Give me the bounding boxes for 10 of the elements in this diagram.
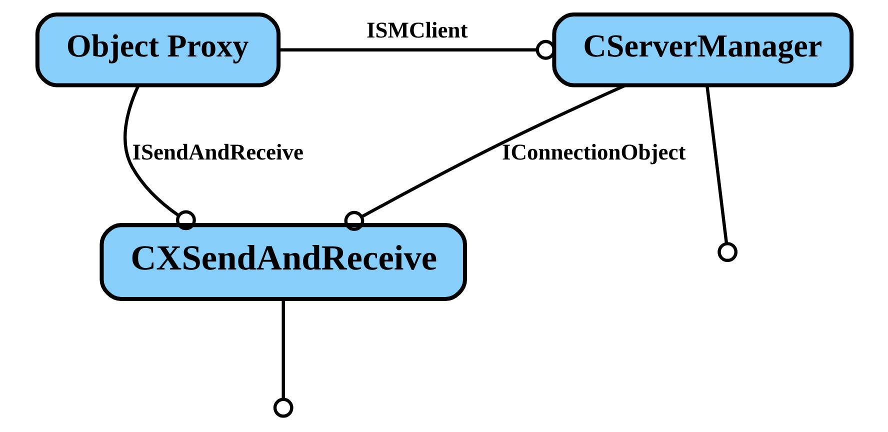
connector bbox=[281, 299, 284, 400]
node-box: Object Proxy bbox=[34, 12, 280, 88]
edge-label: IConnectionObject bbox=[501, 139, 686, 164]
connector bbox=[278, 40, 556, 60]
node-box: CServerManager bbox=[552, 12, 854, 88]
node-box: CXSendAndReceive bbox=[99, 223, 466, 302]
edge-label: ISMClient bbox=[366, 17, 468, 42]
connector bbox=[704, 85, 728, 244]
edge-label: ISendAndReceive bbox=[132, 139, 304, 164]
connector bbox=[123, 85, 196, 230]
